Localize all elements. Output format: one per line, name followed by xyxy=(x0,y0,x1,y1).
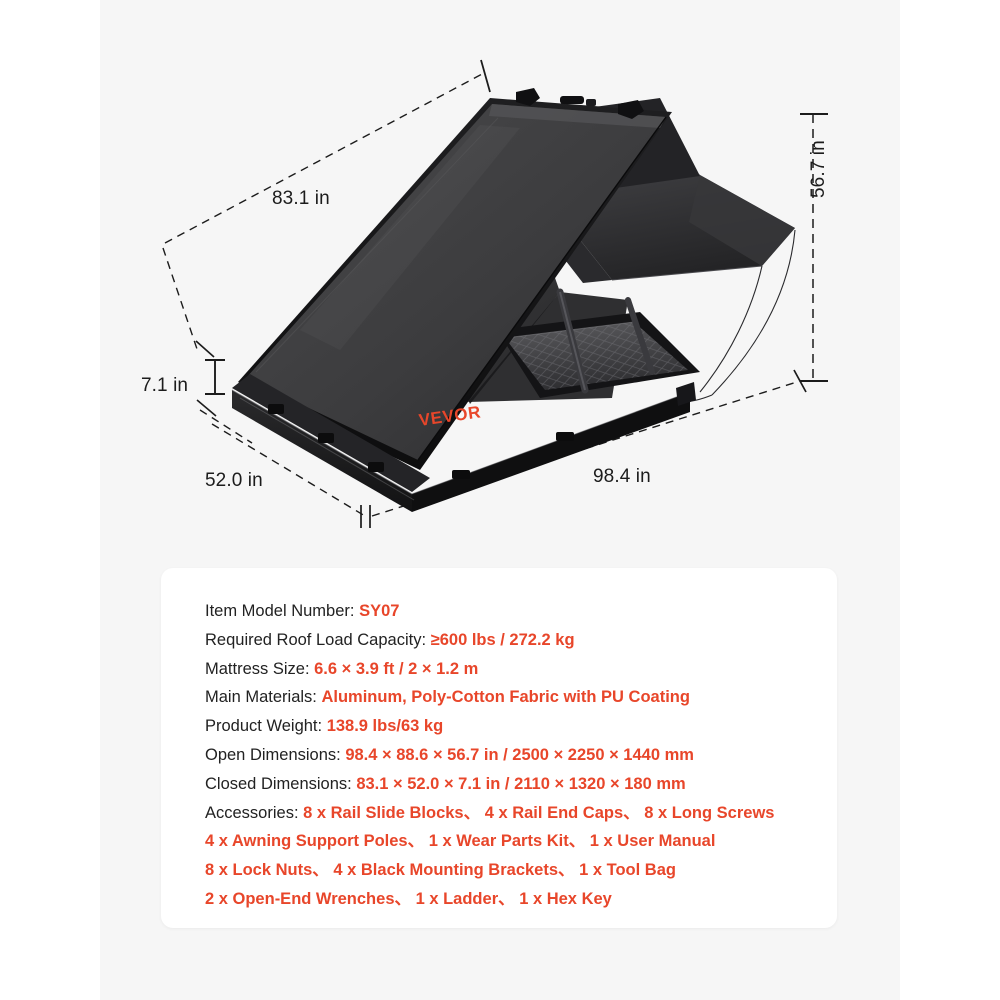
dimension-label-length-open: 98.4 in xyxy=(593,466,651,487)
spec-value: ≥600 lbs / 272.2 kg xyxy=(430,630,575,649)
spec-key: Accessories: xyxy=(205,803,299,822)
product-illustration: 83.1 in 7.1 in 52.0 in 98.4 in 56.7 in V… xyxy=(141,59,829,528)
spec-row-accessories: Accessories: 8 x Rail Slide Blocks、 4 x … xyxy=(205,799,837,828)
dimension-label-width-closed: 52.0 in xyxy=(205,470,263,491)
spec-value: 8 x Rail Slide Blocks、 4 x Rail End Caps… xyxy=(303,803,775,822)
dimension-label-height-open: 56.7 in xyxy=(808,140,829,198)
spec-value: 6.6 × 3.9 ft / 2 × 1.2 m xyxy=(314,659,479,678)
spec-value: 138.9 lbs/63 kg xyxy=(326,717,444,736)
spec-row-main-materials: Main Materials: Aluminum, Poly-Cotton Fa… xyxy=(205,683,837,712)
mounting-hardware xyxy=(268,404,574,479)
width-closed-marker xyxy=(360,505,371,528)
spec-row-open-dimensions: Open Dimensions: 98.4 × 88.6 × 56.7 in /… xyxy=(205,741,837,770)
spec-key: Main Materials: xyxy=(205,688,317,707)
spec-value: 83.1 × 52.0 × 7.1 in / 2110 × 1320 × 180… xyxy=(356,774,686,793)
spec-key: Required Roof Load Capacity: xyxy=(205,630,427,649)
support-poles xyxy=(556,288,655,394)
latch-hardware xyxy=(516,88,644,119)
accessories-line-3: 8 x Lock Nuts、 4 x Black Mounting Bracke… xyxy=(205,861,676,880)
spec-value: Aluminum, Poly-Cotton Fabric with PU Coa… xyxy=(321,688,690,707)
product-drawing xyxy=(162,59,828,528)
spec-value: 98.4 × 88.6 × 56.7 in / 2500 × 2250 × 14… xyxy=(345,745,694,764)
spec-key: Mattress Size: xyxy=(205,659,310,678)
spec-key: Product Weight: xyxy=(205,717,323,736)
dimension-label-length-closed: 83.1 in xyxy=(272,188,330,209)
spec-row-closed-dimensions: Closed Dimensions: 83.1 × 52.0 × 7.1 in … xyxy=(205,770,837,799)
hardshell-lid xyxy=(238,98,672,470)
height-open-marker xyxy=(800,113,828,382)
spec-row-item-model-number: Item Model Number: SY07 xyxy=(205,597,837,626)
spec-value: SY07 xyxy=(359,602,400,620)
spec-key: Item Model Number: xyxy=(205,602,355,620)
accessories-line-4: 2 x Open-End Wrenches、 1 x Ladder、 1 x H… xyxy=(205,889,612,908)
spec-key: Closed Dimensions: xyxy=(205,774,352,793)
height-closed-marker xyxy=(205,359,225,395)
spec-row-mattress-size: Mattress Size: 6.6 × 3.9 ft / 2 × 1.2 m xyxy=(205,655,837,684)
spec-row-required-roof-load-capacity: Required Roof Load Capacity: ≥600 lbs / … xyxy=(205,626,837,655)
accessories-line-2: 4 x Awning Support Poles、 1 x Wear Parts… xyxy=(205,832,716,851)
specification-card: Item Model Number: SY07 Required Roof Lo… xyxy=(161,568,837,928)
spec-key: Open Dimensions: xyxy=(205,745,341,764)
spec-row-product-weight: Product Weight: 138.9 lbs/63 kg xyxy=(205,712,837,741)
rail-end-caps xyxy=(676,382,696,406)
dimension-label-height-closed: 7.1 in xyxy=(141,375,189,396)
